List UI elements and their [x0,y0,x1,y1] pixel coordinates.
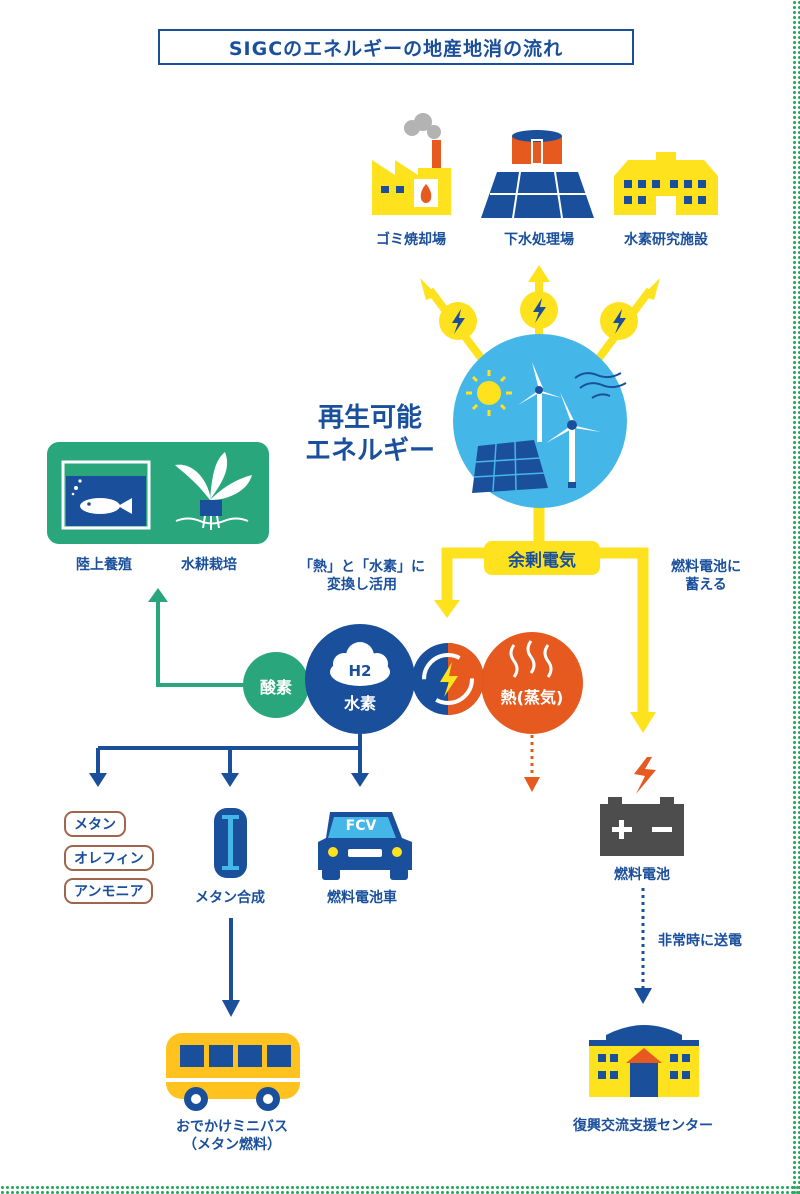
fcv-label: 燃料電池車 [327,890,397,906]
renewable-energy-globe [453,334,627,508]
heat-output-arrow [524,777,540,792]
product-methane: メタン [64,811,126,837]
border-dots-bottom [0,1185,800,1194]
page-title: SIGCのエネルギーの地産地消の流れ [158,29,634,65]
surplus-electricity-badge: 余剰電気 [484,541,600,575]
battery-icon [600,757,684,856]
arrow-to-battery [630,712,656,733]
label-garbage-plant: ゴミ焼却場 [376,232,446,248]
oxygen-label: 酸素 [259,678,293,697]
gas-tank-icon [214,808,247,878]
steam-icon [509,640,553,678]
sewage-plant-icon [481,130,594,219]
arrow-to-fcv [351,773,369,787]
arrow-to-bus [222,1000,240,1017]
arrow-to-aquaculture [148,588,168,602]
hydrogen-label: 水素 [343,694,377,713]
oxygen-return-line [156,602,252,687]
arrow-to-methane [221,773,239,787]
hydrogen-formula: H2 [348,662,372,680]
border-dots-right [792,0,800,1194]
bolt-icon [600,302,638,340]
product-ammonia: アンモニア [64,878,154,904]
aquaculture-panel [47,442,269,544]
emergency-arrow [634,988,652,1004]
bus-icon [166,1033,300,1111]
convert-note: 「熱」と「水素」に 変換し活用 [299,559,425,593]
label-hydroponics: 水耕栽培 [181,557,237,573]
oxygen-circle [243,652,309,718]
emergency-label: 非常時に送電 [658,933,742,949]
bolt-icon [520,291,558,329]
bolt-icon [439,302,477,340]
cloud-icon [330,642,390,686]
arrow-up-mid [528,265,550,282]
arrow-up-right [642,278,660,300]
bus-label: おでかけミニバス （メタン燃料） [176,1119,288,1153]
product-olefin: オレフィン [64,845,154,871]
label-sewage-plant: 下水処理場 [504,232,574,248]
support-center-label: 復興交流支援センター [573,1118,713,1134]
methane-synthesis-label: メタン合成 [195,890,265,906]
heat-circle [481,632,583,734]
car-icon [318,812,412,880]
support-center-icon [589,1025,699,1097]
heat-label: 熱(蒸気) [500,688,564,707]
label-hydrogen-lab: 水素研究施設 [624,232,708,248]
hydrogen-distribution-lines [96,734,362,1003]
label-land-farming: 陸上養殖 [76,557,132,573]
research-building-icon [614,152,718,215]
store-note: 燃料電池に 蓄える [671,559,741,593]
arrow-to-products [89,773,107,787]
conversion-icon [412,643,484,715]
renewable-energy-label: 再生可能 エネルギー [304,403,436,466]
fcv-badge: FCV [345,818,377,834]
arrow-to-hydrogen [434,600,460,618]
battery-label: 燃料電池 [614,867,670,883]
arrow-up-left [420,278,438,300]
factory-icon [372,113,451,215]
